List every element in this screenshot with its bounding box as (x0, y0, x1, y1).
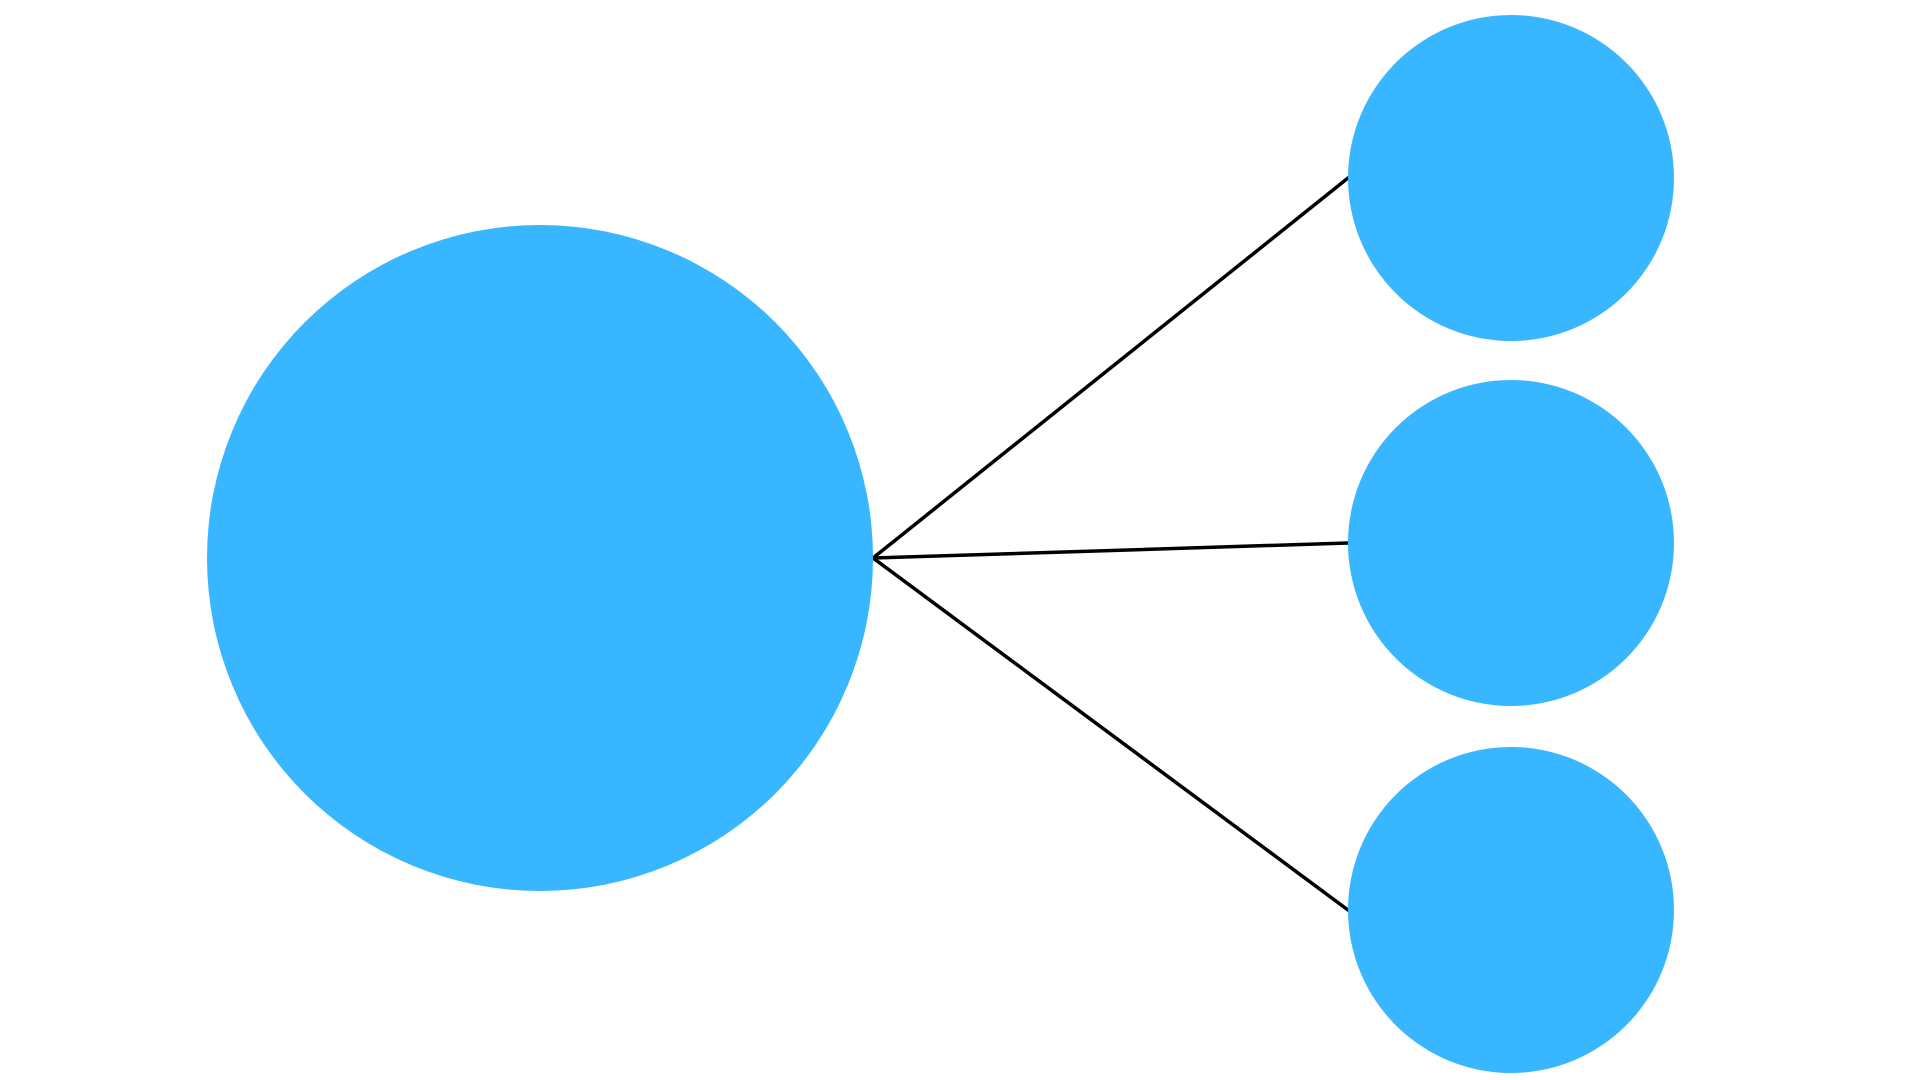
connector-line-1 (871, 176, 1350, 560)
hub-node (207, 225, 873, 891)
connector-line-3 (871, 556, 1350, 912)
child-node-1 (1348, 15, 1674, 341)
child-node-2 (1348, 380, 1674, 706)
connector-lines (871, 176, 1350, 912)
connector-line-2 (871, 541, 1350, 560)
child-node-3 (1348, 747, 1674, 1073)
diagram-nodes (207, 15, 1674, 1073)
